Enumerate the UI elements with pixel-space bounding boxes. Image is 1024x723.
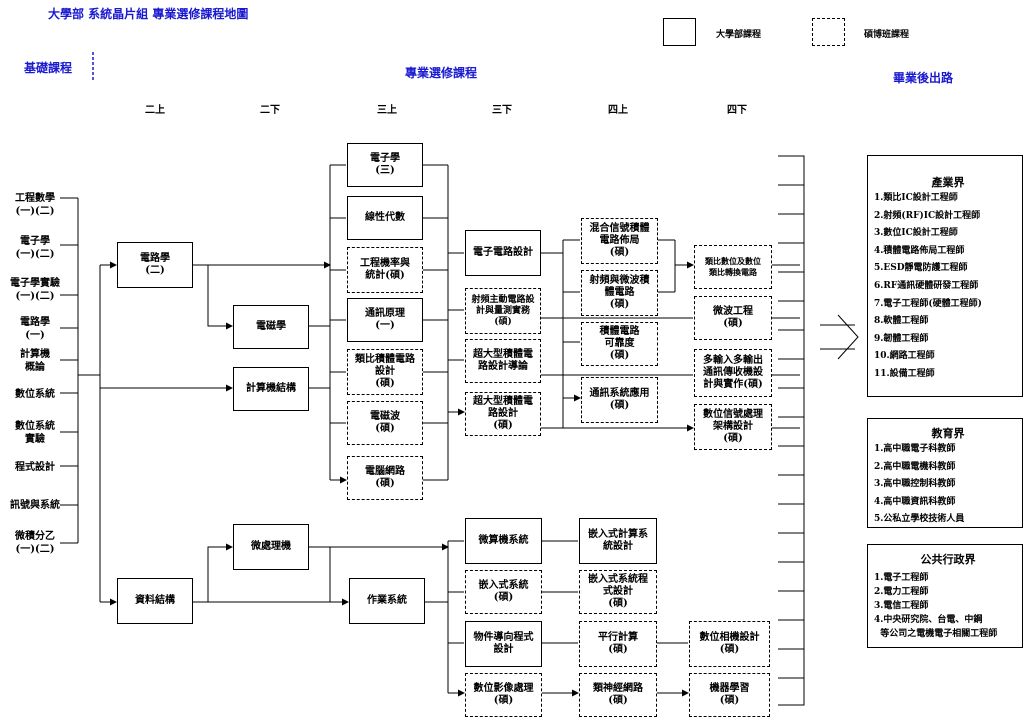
course-neural-networks: 類神經網路 (碩) <box>579 673 657 717</box>
basic-course: 電路學 (一) <box>20 317 50 341</box>
basic-course: 微積分乙 (一)(二) <box>15 531 55 555</box>
basic-course: 工程數學 (一)(二) <box>15 193 55 217</box>
course-microwave-engineering: 微波工程 (碩) <box>694 296 772 340</box>
career-item: 1.高中職電子科教師 <box>874 444 956 454</box>
basic-course: 程式設計 <box>15 462 55 473</box>
course-operating-systems: 作業系統 <box>349 578 425 624</box>
course-rf-active-circuit: 射頻主動電路設 計與量測實務 (碩) <box>465 288 541 334</box>
career-item: 1.電子工程師 <box>874 573 929 583</box>
course-linear-algebra: 線性代數 <box>347 196 423 240</box>
career-item: 4.中央研究院、台電、中鋼 <box>874 615 983 625</box>
basic-course: 訊號與系統 <box>10 500 60 511</box>
course-computer-architecture: 計算機結構 <box>233 367 309 411</box>
career-item: 10.網路工程師 <box>874 351 935 362</box>
basic-course: 計算機 概論 <box>20 349 50 373</box>
header-career: 畢業後出路 <box>893 71 954 85</box>
course-microcomputer-systems: 微算機系統 <box>465 518 542 564</box>
course-mixed-signal-layout: 混合信號積體 電路佈局 (碩) <box>581 218 658 264</box>
career-public-box: 公共行政界 1.電子工程師 2.電力工程師 3.電信工程師 4.中央研究院、台電… <box>867 544 1023 648</box>
career-item: 11.設備工程師 <box>874 368 935 379</box>
career-item: 2.高中職電機科教師 <box>874 461 956 472</box>
career-item: 2.射頻(RF)IC設計工程師 <box>874 210 981 221</box>
career-item: 5.ESD靜電防護工程師 <box>874 263 968 274</box>
course-parallel-computing: 平行計算 (碩) <box>579 621 657 667</box>
legend-grad-swatch <box>812 18 845 46</box>
career-public-title: 公共行政界 <box>920 553 976 566</box>
course-mimo-transceiver: 多輸入多輸出 通訊傳收機設 計與實作(碩) <box>694 349 772 397</box>
career-industry-title: 產業界 <box>931 176 965 189</box>
course-ic-reliability: 積體電路 可靠度 (碩) <box>581 322 658 366</box>
career-item: 2.電力工程師 <box>874 587 929 597</box>
career-item: 3.電信工程師 <box>874 601 929 611</box>
course-adc-dac: 類比數位及數位 類比轉換電路 <box>694 245 772 289</box>
course-microprocessor: 微處理機 <box>233 524 309 570</box>
career-item: 9.韌體工程師 <box>874 333 929 344</box>
course-embedded-systems: 嵌入式系統 (碩) <box>465 570 542 614</box>
semester-4a: 四上 <box>608 105 628 116</box>
course-oop: 物件導向程式 設計 <box>465 621 542 667</box>
basic-course: 數位系統 實驗 <box>15 421 55 445</box>
semester-2b: 二下 <box>260 105 280 116</box>
career-item: 等公司之電機電子相關工程師 <box>874 629 998 639</box>
career-item: 3.數位IC設計工程師 <box>874 228 958 239</box>
course-circuit-2: 電路學 (二) <box>117 242 193 288</box>
career-item: 3.高中職控制科教師 <box>874 479 956 490</box>
course-embedded-computing: 嵌入式計算系 統設計 <box>579 518 657 564</box>
course-electronics-3: 電子學 (三) <box>347 143 423 187</box>
career-industry-box: 產業界 1.類比IC設計工程師 2.射頻(RF)IC設計工程師 3.數位IC設計… <box>867 155 1023 397</box>
course-vlsi-design: 超大型積體電 路設計 (碩) <box>465 392 541 436</box>
course-computer-networks: 電腦網路 (碩) <box>347 456 423 500</box>
basic-course: 電子學實驗 (一)(二) <box>10 278 60 302</box>
course-dsp-architecture: 數位信號處理 架構設計 (碩) <box>694 404 772 450</box>
header-basic: 基礎課程 <box>24 61 73 75</box>
course-electromagnetics: 電磁學 <box>233 305 309 349</box>
course-data-structures: 資料結構 <box>117 578 193 624</box>
semester-2a: 二上 <box>145 105 165 116</box>
career-education-title: 教育界 <box>931 427 965 440</box>
course-analog-ic-design: 類比積體電路 設計 (碩) <box>347 349 423 395</box>
course-communication-principles: 通訊原理 (一) <box>347 298 423 342</box>
semester-4b: 四下 <box>727 105 747 116</box>
course-probability: 工程機率與 統計(碩) <box>347 247 423 293</box>
career-education-box: 教育界 1.高中職電子科教師 2.高中職電機科教師 3.高中職控制科教師 4.高… <box>867 418 1023 528</box>
career-item: 6.RF通訊硬體研發工程師 <box>874 280 979 291</box>
legend-grad-label: 碩博班課程 <box>864 30 910 40</box>
course-embedded-programming: 嵌入式系統程 式設計 (碩) <box>579 570 657 614</box>
semester-3a: 三上 <box>377 105 397 116</box>
course-vlsi-intro: 超大型積體電 路設計導論 <box>465 339 541 383</box>
career-item: 1.類比IC設計工程師 <box>874 193 958 203</box>
career-item: 5.公私立學校技術人員 <box>874 514 965 525</box>
career-item: 7.電子工程師(硬體工程師) <box>874 298 982 309</box>
header-elective: 專業選修課程 <box>405 66 478 80</box>
course-electronic-circuit-design: 電子電路設計 <box>465 230 541 276</box>
legend-undergrad-label: 大學部課程 <box>716 30 762 40</box>
course-digital-camera-design: 數位相機設計 (碩) <box>689 621 770 667</box>
basic-course: 電子學 (一)(二) <box>15 236 55 260</box>
career-item: 4.高中職資訊科教師 <box>874 496 956 507</box>
page-title: 大學部 系統晶片組 專業選修課程地圖 <box>48 7 249 21</box>
course-rf-microwave-ic: 射頻與微波積 體電路 (碩) <box>581 270 658 316</box>
course-communication-applications: 通訊系統應用 (碩) <box>581 377 658 423</box>
course-em-waves: 電磁波 (碩) <box>347 401 423 445</box>
basic-course: 數位系統 <box>15 389 55 400</box>
career-item: 8.軟體工程師 <box>874 316 929 327</box>
semester-3b: 三下 <box>492 105 512 116</box>
legend-undergrad-swatch <box>663 18 696 46</box>
career-item: 4.積體電路佈局工程師 <box>874 245 965 256</box>
course-machine-learning: 機器學習 (碩) <box>689 673 770 717</box>
course-digital-image-processing: 數位影像處理 (碩) <box>465 673 542 717</box>
